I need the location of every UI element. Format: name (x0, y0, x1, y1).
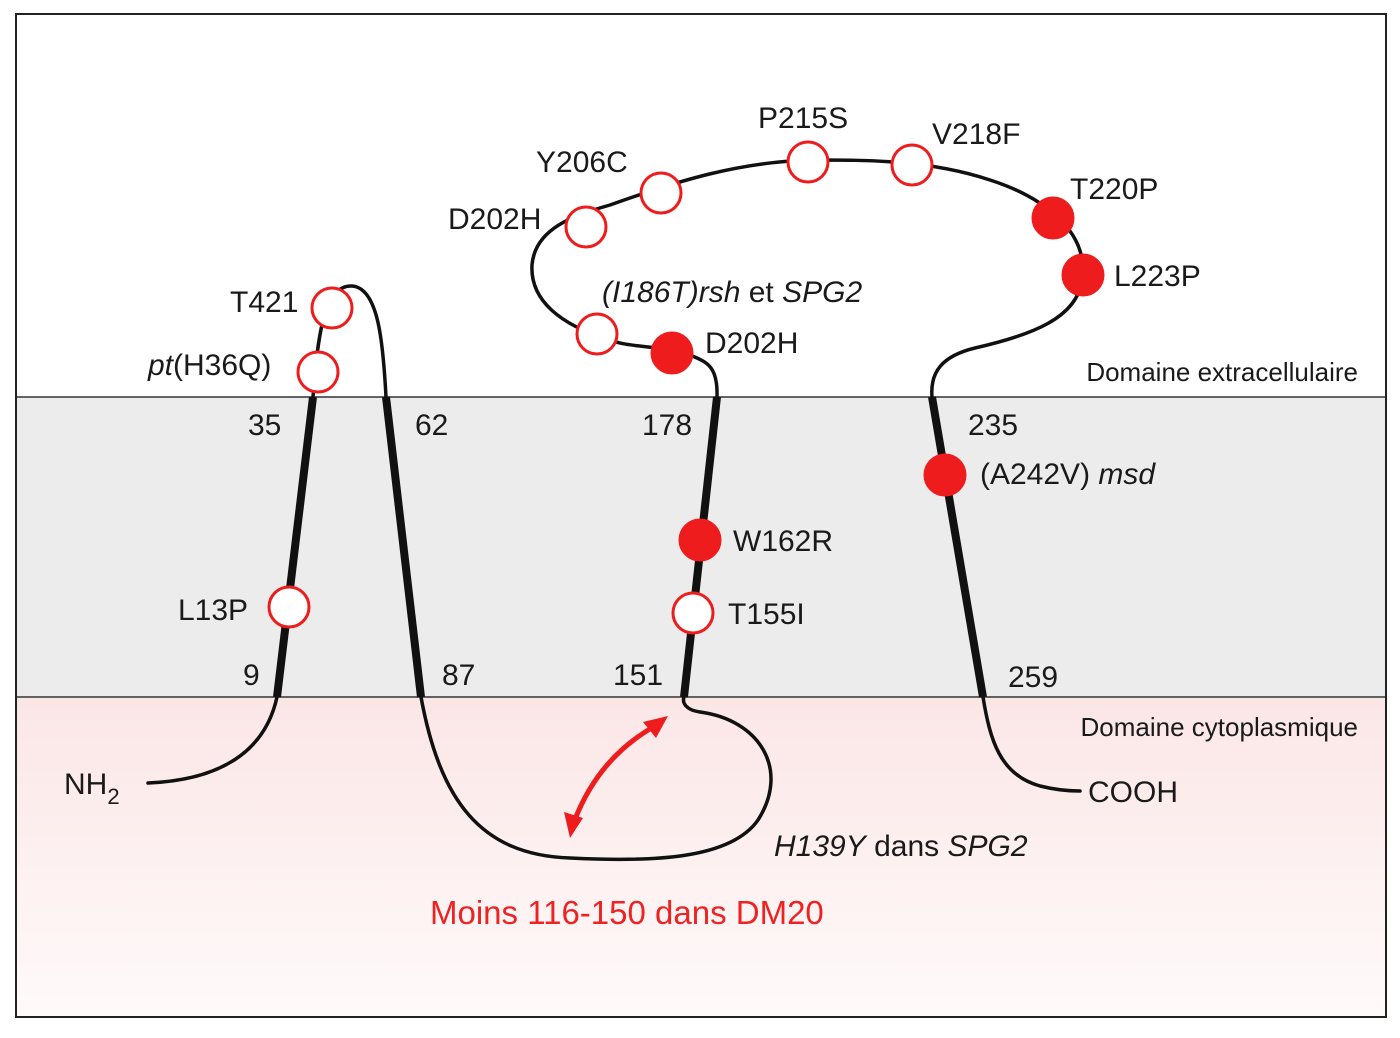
mutation-markers (267, 140, 1105, 635)
marker-d202h-top (564, 205, 608, 249)
label-l223p: L223P (1114, 260, 1201, 293)
marker-v218f (890, 143, 934, 187)
label-p215s: P215S (758, 102, 848, 135)
residue-259: 259 (1008, 661, 1058, 694)
label-i186t-rsh: (I186T)rsh et SPG2 (602, 276, 862, 309)
label-d202h-low: D202H (705, 327, 798, 360)
tm-helix-1 (273, 396, 317, 698)
marker-p215s (786, 140, 830, 184)
marker-l13p (267, 585, 311, 629)
residue-178: 178 (642, 409, 692, 442)
label-y206c: Y206C (536, 146, 628, 179)
label-a242v-msd: (A242V) msd (980, 458, 1156, 491)
residue-62: 62 (415, 409, 448, 442)
label-t421: T421 (230, 286, 298, 319)
loop-35-62 (311, 284, 388, 399)
label-pt-h36q: pt(H36Q) (147, 349, 271, 382)
label-h139y-spg2: H139Y dans SPG2 (774, 830, 1028, 863)
marker-t155i (671, 591, 715, 635)
n-terminal-tail (146, 695, 279, 785)
domain-cytoplasmic-label: Domaine cytoplasmique (1081, 712, 1358, 742)
marker-h36q (296, 350, 340, 394)
label-t155i: T155I (728, 598, 805, 631)
tm-helix-2 (382, 396, 425, 698)
label-v218f: V218F (932, 118, 1020, 151)
label-w162r: W162R (733, 525, 833, 558)
residue-9: 9 (243, 659, 260, 692)
marker-t421 (310, 286, 354, 330)
label-l13p: L13P (178, 594, 248, 627)
marker-y206c (639, 171, 683, 215)
marker-i186t (575, 312, 619, 356)
label-t220p: T220P (1070, 173, 1158, 206)
residue-87: 87 (442, 659, 475, 692)
c-terminus-label: COOH (1088, 776, 1178, 809)
marker-t220p (1031, 196, 1075, 240)
residue-235: 235 (968, 409, 1018, 442)
deletion-note: Moins 116-150 dans DM20 (430, 894, 824, 931)
residue-35: 35 (248, 409, 281, 442)
cytoplasmic-domain-area (16, 697, 1386, 1017)
deletion-arrow (564, 716, 668, 838)
marker-d202h-low (650, 331, 694, 375)
marker-l223p (1061, 253, 1105, 297)
marker-a242v (923, 453, 967, 497)
label-d202h-top: D202H (448, 203, 541, 236)
c-terminal-tail (981, 695, 1082, 793)
domain-extracellular-label: Domaine extracellulaire (1086, 357, 1358, 387)
cyto-loop-87-151 (419, 695, 773, 862)
figure-frame (15, 13, 1387, 1018)
tm-helix-4 (928, 396, 987, 698)
n-terminus-label: NH2 (64, 768, 120, 809)
marker-w162r (678, 518, 722, 562)
residue-151: 151 (613, 659, 663, 692)
